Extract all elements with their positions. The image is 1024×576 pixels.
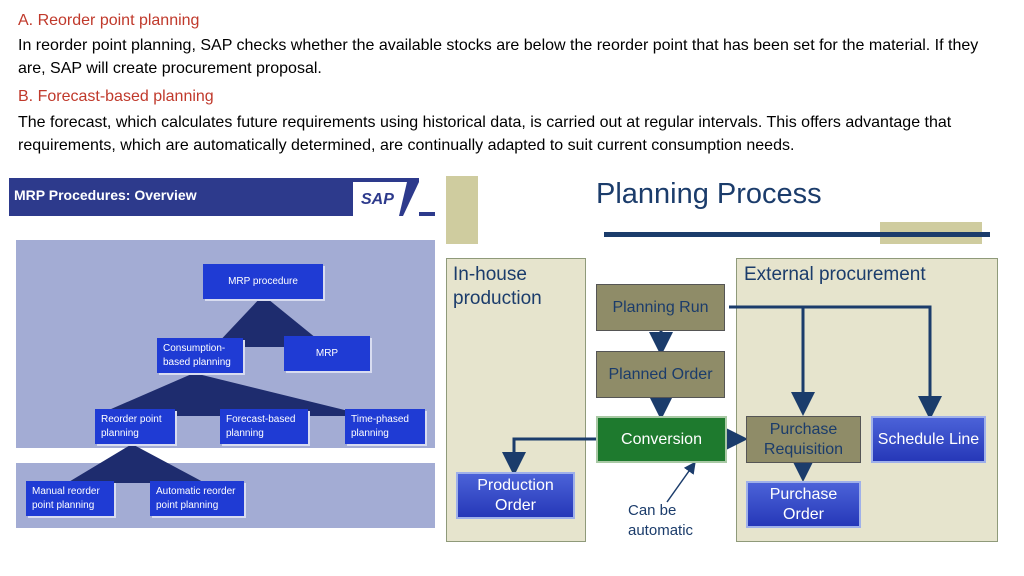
tree-connector-2: [95, 373, 369, 416]
box-schedule-line: Schedule Line: [871, 416, 986, 463]
mrp-title-underline: [9, 212, 435, 216]
node-time-phased: Time-phased planning: [345, 409, 425, 444]
note-can-be-automatic: Can be automatic: [628, 502, 694, 539]
node-mrp: MRP: [284, 336, 370, 371]
section-b-letter: B.: [18, 88, 34, 105]
external-heading: External procurement: [744, 264, 926, 285]
box-conversion: Conversion: [596, 416, 727, 463]
box-planning-run: Planning Run: [596, 284, 725, 331]
arrow-run-to-requisition: [729, 305, 815, 416]
note-pointer: [666, 461, 696, 503]
mrp-title-band: [9, 178, 419, 216]
mrp-procedures-diagram: MRP Procedures: Overview SAP MRP procedu…: [9, 178, 435, 530]
section-b-title: Forecast-based planning: [37, 88, 214, 105]
tree-connector-3: [67, 444, 205, 483]
node-manual-reorder: Manual reorder point planning: [26, 481, 114, 516]
node-mrp-procedure: MRP procedure: [203, 264, 323, 299]
section-b-heading: B. Forecast-based planning: [18, 88, 214, 106]
box-planned-order: Planned Order: [596, 351, 725, 398]
title-rule: [604, 232, 990, 237]
planning-process-diagram: Planning Process In-house production Ext…: [446, 176, 1006, 548]
tree-connector-1: [214, 295, 327, 347]
sap-logo: SAP: [353, 182, 419, 216]
section-a-body: In reorder point planning, SAP checks wh…: [18, 37, 979, 77]
box-purchase-requisition: Purchase Requisition: [746, 416, 861, 463]
section-a-heading: A. Reorder point planning: [18, 12, 200, 29]
planning-process-title: Planning Process: [596, 178, 822, 210]
section-b-body: The forecast, which calculates future re…: [18, 114, 952, 154]
sap-logo-text: SAP: [361, 191, 394, 208]
node-automatic-reorder: Automatic reorder point planning: [150, 481, 244, 516]
node-forecast-based: Forecast-based planning: [220, 409, 308, 444]
tan-block-left: [446, 176, 478, 244]
inhouse-heading: In-house production: [453, 264, 542, 309]
mrp-title: MRP Procedures: Overview: [14, 187, 197, 203]
arrow-run-to-schedule: [729, 305, 942, 420]
box-production-order: Production Order: [456, 472, 575, 519]
mrp-connectors: [67, 295, 369, 483]
node-consumption-based: Consumption-based planning: [157, 338, 243, 373]
box-purchase-order: Purchase Order: [746, 481, 861, 528]
arrow-conversion-to-production: [502, 437, 606, 476]
flow-arrows: [502, 305, 942, 503]
node-reorder-point: Reorder point planning: [95, 409, 175, 444]
